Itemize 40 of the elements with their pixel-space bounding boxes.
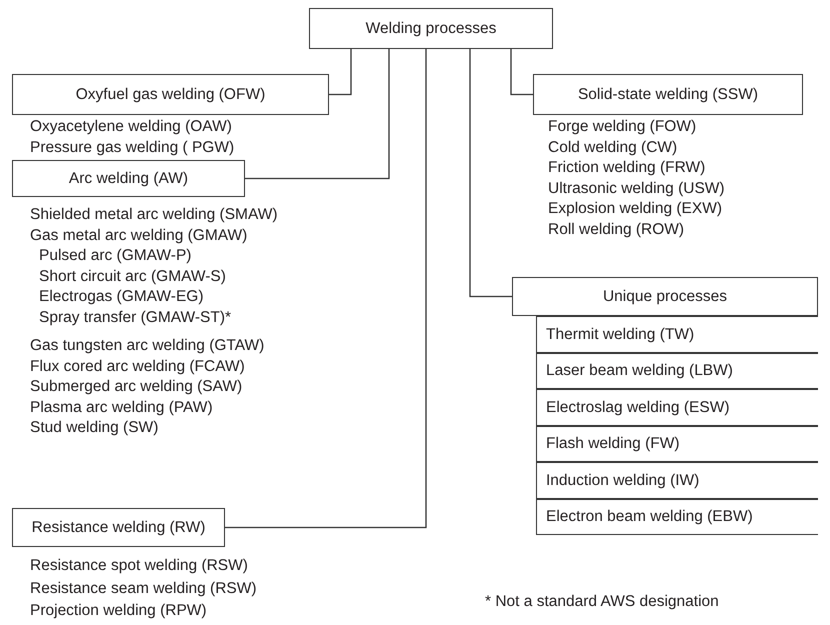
table-row: Electron beam welding (EBW) [536, 499, 818, 535]
process-list-item: Plasma arc welding (PAW) [30, 398, 213, 416]
process-list-item: Resistance spot welding (RSW) [30, 556, 248, 575]
process-list-item: Gas metal arc welding (GMAW) [30, 226, 248, 244]
category-box: Solid-state welding (SSW) [533, 74, 803, 115]
process-list-item: Shielded metal arc welding (SMAW) [30, 205, 278, 224]
process-list-item: Oxyacetylene welding (OAW) [30, 117, 232, 136]
process-list-item: Cold welding (CW) [548, 138, 678, 156]
process-list-item: Explosion welding (EXW) [548, 199, 722, 218]
category-box: Welding processes [309, 8, 553, 49]
category-box: Resistance welding (RW) [12, 508, 225, 547]
table-row: Thermit welding (TW) [536, 316, 818, 353]
category-box: Arc welding (AW) [12, 160, 245, 197]
connector-line [329, 49, 352, 96]
process-list-item: Pulsed arc (GMAW-P) [39, 246, 192, 265]
process-list-item: Roll welding (ROW) [548, 220, 684, 238]
process-list-item: Submerged arc welding (SAW) [30, 377, 242, 396]
connector-line [510, 49, 533, 96]
process-list-item: Resistance seam welding (RSW) [30, 578, 257, 598]
category-box: Unique processes [512, 277, 818, 316]
process-list-item: Ultrasonic welding (USW) [548, 178, 725, 198]
connector-line [245, 49, 390, 180]
process-list-item: Stud welding (SW) [30, 418, 158, 437]
process-list-item: Electrogas (GMAW-EG) [39, 287, 204, 306]
process-list-item: Friction welding (FRW) [548, 158, 706, 177]
table-row: Electroslag welding (ESW) [536, 389, 818, 426]
process-list-item: Forge welding (FOW) [548, 117, 696, 136]
category-box: Oxyfuel gas welding (OFW) [12, 74, 329, 115]
process-list-item: Short circuit arc (GMAW-S) [39, 266, 226, 286]
table-row: Laser beam welding (LBW) [536, 353, 818, 389]
connector-line [469, 49, 512, 298]
process-list-item: Pressure gas welding ( PGW) [30, 138, 234, 156]
process-list-item: Gas tungsten arc welding (GTAW) [30, 336, 264, 355]
process-list-item: Flux cored arc welding (FCAW) [30, 356, 245, 376]
connector-line [225, 49, 427, 528]
table-row: Induction welding (IW) [536, 462, 818, 499]
process-list-item: Projection welding (RPW) [30, 601, 207, 620]
process-list-item: Spray transfer (GMAW-ST)* [39, 308, 232, 326]
table-row: Flash welding (FW) [536, 426, 818, 462]
footnote: * Not a standard AWS designation [485, 592, 719, 611]
